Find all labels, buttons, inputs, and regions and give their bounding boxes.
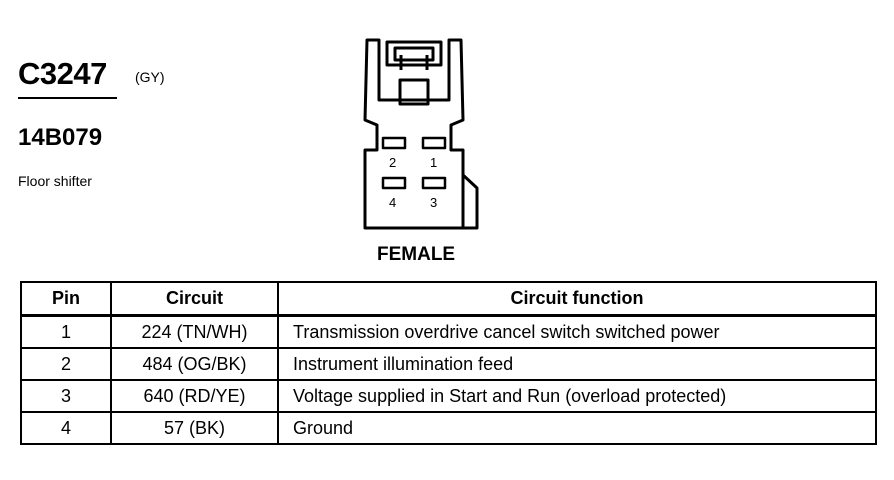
pin-label-1: 1 [430, 155, 437, 170]
cell-circuit: 57 (BK) [110, 411, 279, 445]
connector-side-tab [461, 173, 479, 230]
table-row: 3 640 (RD/YE) Voltage supplied in Start … [20, 379, 877, 413]
pin-cavity-4 [381, 176, 407, 190]
table-row: 2 484 (OG/BK) Instrument illumination fe… [20, 347, 877, 381]
connector-description: Floor shifter [18, 173, 92, 189]
part-number: 14B079 [18, 124, 103, 151]
connector-id-underline [18, 97, 117, 99]
connector-housing-outline [363, 38, 465, 230]
pin-cavity-3 [421, 176, 447, 190]
table-row: 1 224 (TN/WH) Transmission overdrive can… [20, 314, 877, 349]
connector-latch [385, 40, 443, 67]
connector-face-diagram: 2 1 4 3 [363, 38, 479, 230]
pin-label-2: 2 [389, 155, 396, 170]
cell-function: Instrument illumination feed [277, 347, 877, 381]
connector-id: C3247 [18, 56, 107, 91]
cell-circuit: 640 (RD/YE) [110, 379, 279, 413]
cell-function: Transmission overdrive cancel switch swi… [277, 314, 877, 349]
header-pin: Pin [20, 281, 112, 317]
table-header-row: Pin Circuit Circuit function [20, 281, 877, 317]
connector-window [398, 78, 430, 106]
cell-pin: 4 [20, 411, 112, 445]
cell-function: Ground [277, 411, 877, 445]
cell-pin: 2 [20, 347, 112, 381]
header-function: Circuit function [277, 281, 877, 317]
pin-table: Pin Circuit Circuit function 1 224 (TN/W… [20, 281, 877, 445]
cell-pin: 3 [20, 379, 112, 413]
pin-cavity-2 [381, 136, 407, 150]
table-row: 4 57 (BK) Ground [20, 411, 877, 445]
pin-cavity-1 [421, 136, 447, 150]
cell-pin: 1 [20, 314, 112, 349]
pin-label-3: 3 [430, 195, 437, 210]
cell-circuit: 484 (OG/BK) [110, 347, 279, 381]
connector-gender: FEMALE [377, 244, 456, 265]
connector-color-code: (GY) [135, 69, 165, 85]
cell-function: Voltage supplied in Start and Run (overl… [277, 379, 877, 413]
cell-circuit: 224 (TN/WH) [110, 314, 279, 349]
header-circuit: Circuit [110, 281, 279, 317]
pin-label-4: 4 [389, 195, 396, 210]
